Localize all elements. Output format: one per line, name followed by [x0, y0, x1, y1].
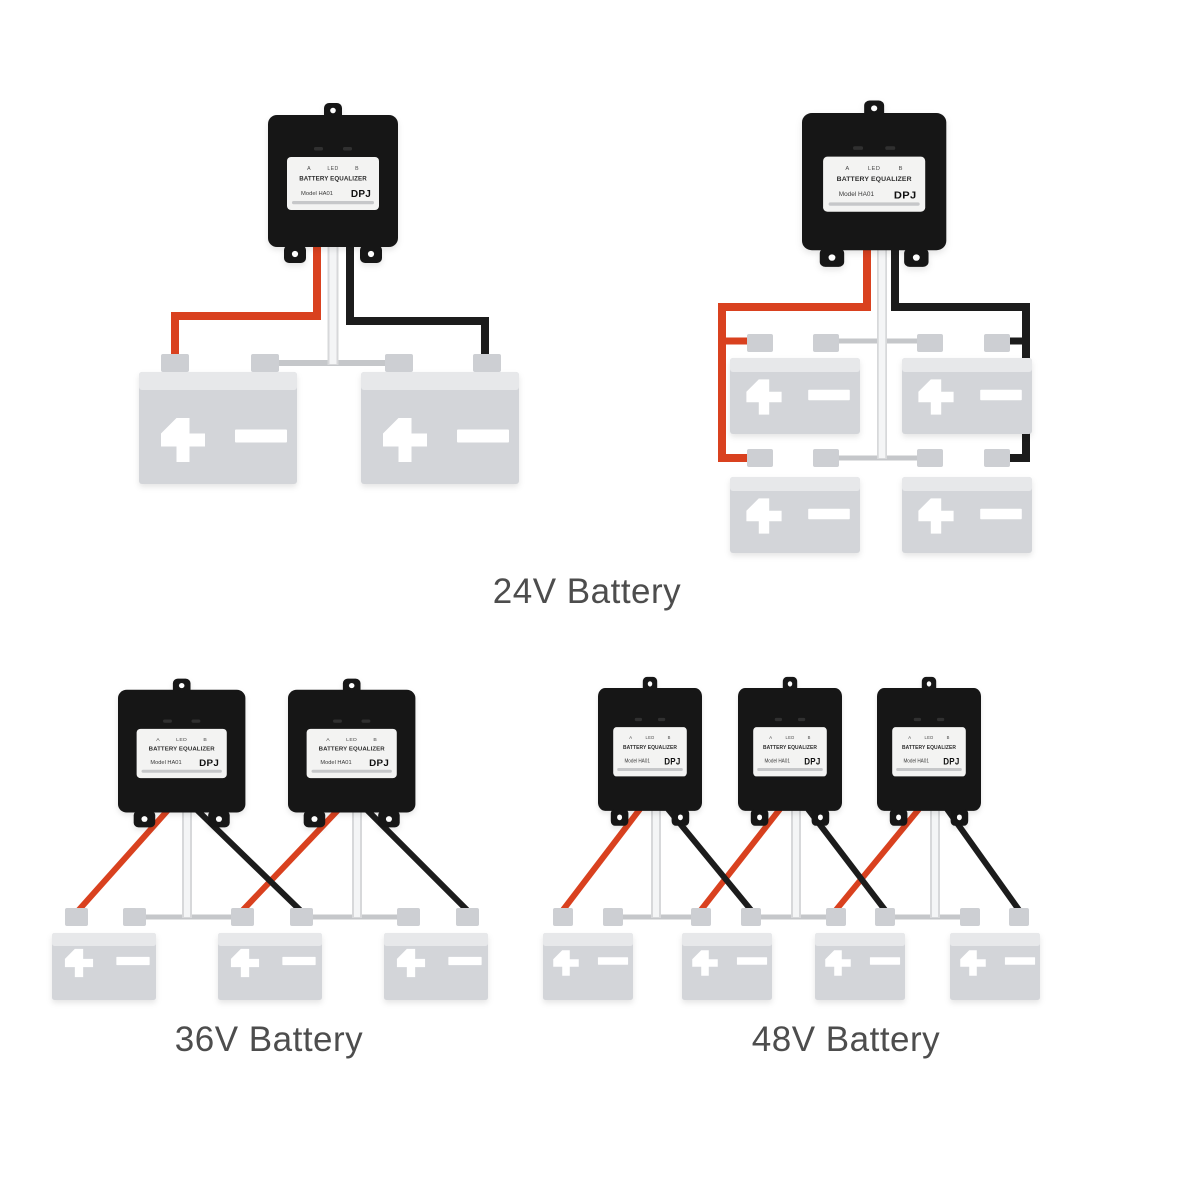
battery-terminal-negative [473, 354, 501, 372]
battery [543, 933, 633, 1000]
diagram-48v [543, 676, 1040, 1000]
positive-wire [833, 807, 922, 912]
battery [384, 933, 488, 1000]
battery-terminal-negative [813, 334, 839, 352]
battery-terminal-negative [741, 908, 761, 926]
battery [730, 477, 860, 553]
battery [682, 933, 772, 1000]
equalizer-device [118, 678, 246, 828]
negative-wire [891, 249, 1030, 462]
negative-wire [944, 807, 1022, 912]
battery-terminal-positive [161, 354, 189, 372]
positive-wire [560, 807, 643, 912]
equalizer-device [877, 676, 981, 826]
battery-terminal-positive [65, 908, 88, 926]
battery-terminal-negative [984, 449, 1010, 467]
battery-terminal-positive [826, 908, 846, 926]
positive-wire [698, 807, 783, 912]
caption-36v: 36V Battery [175, 1020, 363, 1059]
battery [730, 358, 860, 434]
negative-wire [665, 807, 754, 912]
battery-terminal-positive [397, 908, 420, 926]
equalizer-device [598, 676, 702, 826]
positive-wire [171, 246, 321, 358]
battery-terminal-positive [747, 449, 773, 467]
battery-terminal-negative [603, 908, 623, 926]
battery-terminal-positive [231, 908, 254, 926]
battery-terminal-positive [691, 908, 711, 926]
battery-terminal-negative [875, 908, 895, 926]
battery-terminal-negative [1009, 908, 1029, 926]
diagram-24v-four-battery [718, 100, 1032, 554]
diagram-24v-two-battery [139, 103, 519, 484]
battery-terminal-positive [553, 908, 573, 926]
battery [902, 358, 1032, 434]
battery-terminal-positive [917, 449, 943, 467]
battery-terminal-negative [813, 449, 839, 467]
battery [950, 933, 1040, 1000]
positive-wire [718, 249, 871, 462]
battery [139, 372, 297, 484]
negative-wire [805, 807, 888, 912]
caption-48v: 48V Battery [752, 1020, 940, 1059]
battery-terminal-positive [747, 334, 773, 352]
diagram-36v [52, 678, 488, 1000]
battery [815, 933, 905, 1000]
battery [52, 933, 156, 1000]
battery-terminal-negative [290, 908, 313, 926]
equalizer-device [288, 678, 416, 828]
battery-terminal-positive [960, 908, 980, 926]
battery-terminal-negative [251, 354, 279, 372]
equalizer-device [802, 100, 947, 267]
equalizer-device [738, 676, 842, 826]
battery-terminal-positive [385, 354, 413, 372]
battery-terminal-negative [984, 334, 1010, 352]
caption-24v: 24V Battery [493, 572, 681, 611]
battery-terminal-negative [456, 908, 479, 926]
positive-wire [74, 808, 171, 914]
equalizer-device [268, 103, 398, 263]
negative-wire [346, 246, 489, 358]
battery [902, 477, 1032, 553]
battery-terminal-positive [917, 334, 943, 352]
battery [361, 372, 519, 484]
battery-terminal-negative [123, 908, 146, 926]
battery [218, 933, 322, 1000]
